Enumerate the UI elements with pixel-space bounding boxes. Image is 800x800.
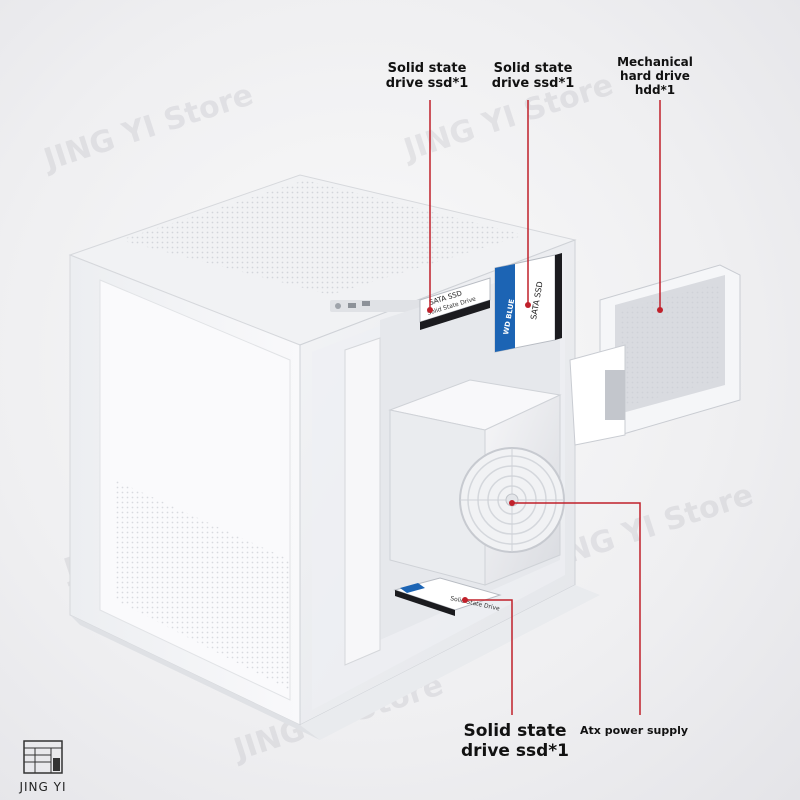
ssd-top-left: SATA SSD Solid State Drive: [419, 277, 491, 330]
hdd-bracket: [569, 264, 741, 446]
callout-hdd: Mechanical hard drive hdd*1: [617, 55, 693, 97]
callout-lines: [427, 100, 663, 715]
callout-psu: Atx power supply: [580, 724, 689, 737]
brand-logo: JING YI: [6, 740, 80, 794]
callout-ssd-top-left: Solid state drive ssd*1: [385, 61, 469, 91]
ssd-top-right: WD BLUE SATA SSD: [494, 253, 562, 353]
jing-yi-logo-icon: [23, 740, 63, 774]
brand-name: JING YI: [19, 780, 67, 794]
callout-ssd-top-right: Solid state drive ssd*1: [491, 61, 575, 91]
callout-ssd-bottom: Solid state drive ssd*1: [460, 721, 570, 761]
atx-power-supply: [388, 379, 565, 586]
